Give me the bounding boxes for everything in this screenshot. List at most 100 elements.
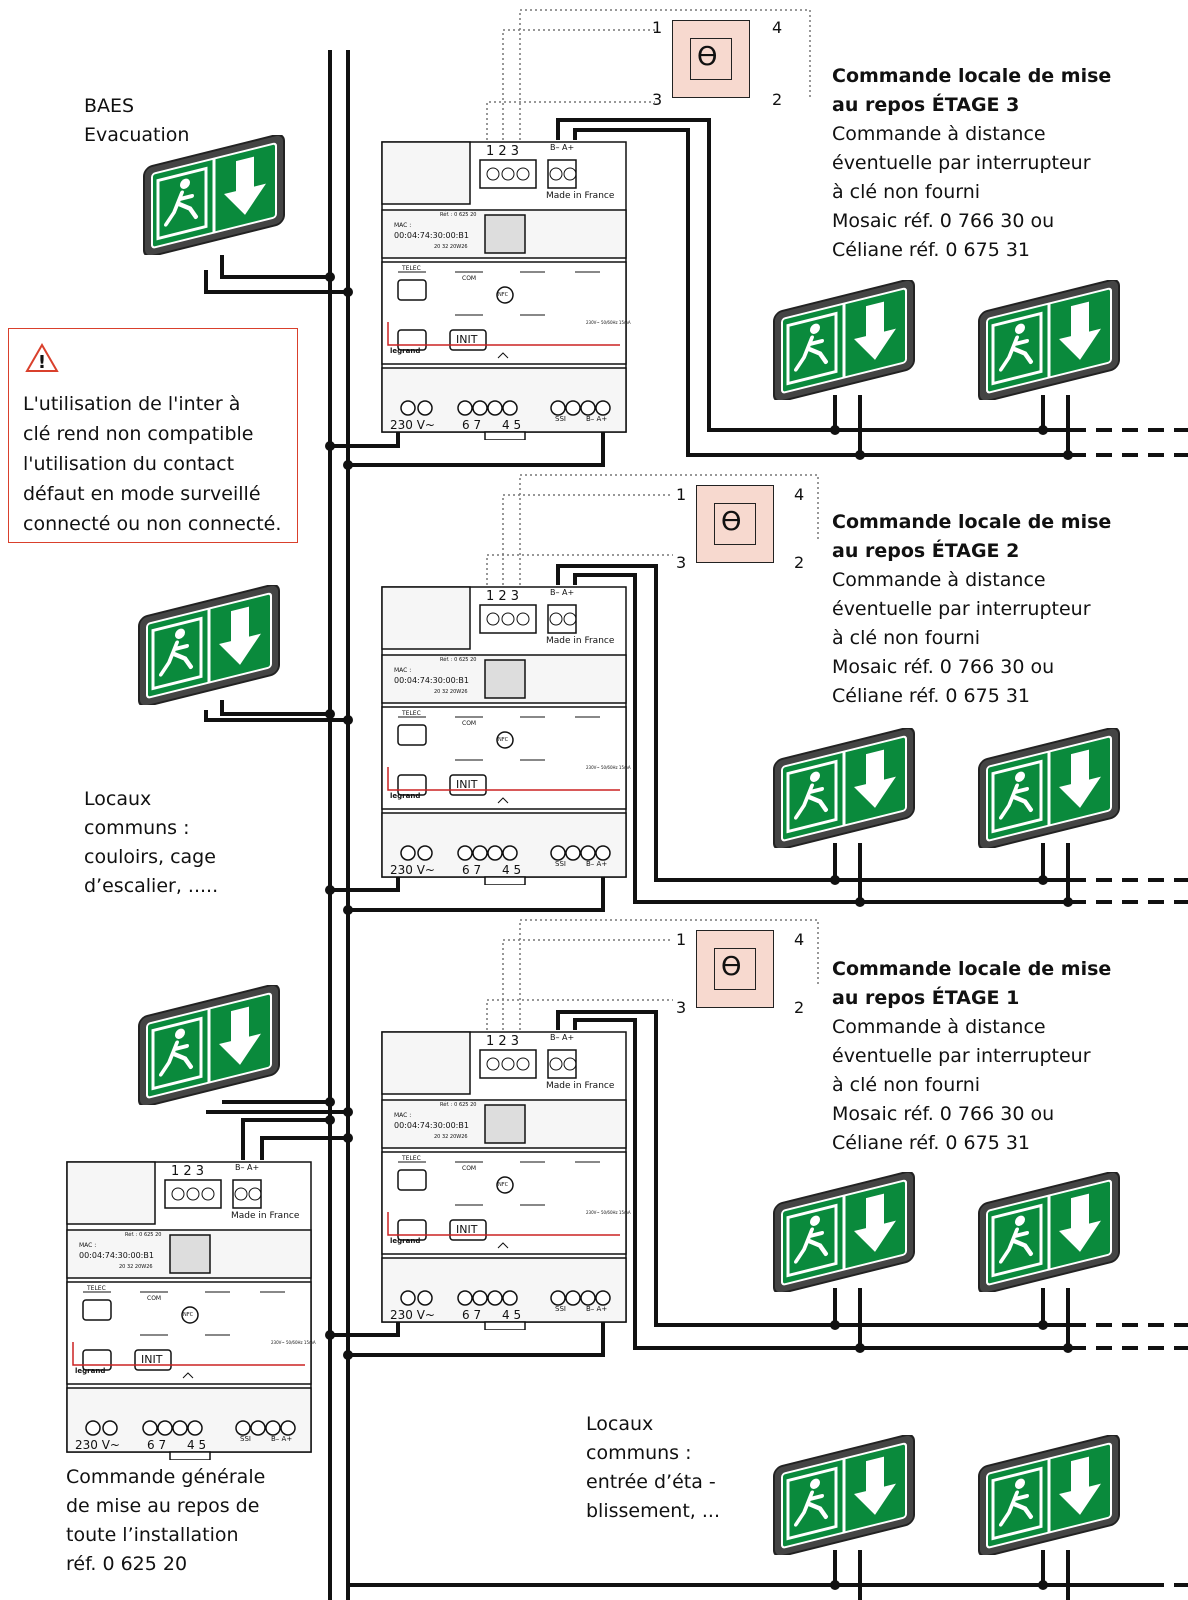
nfc-icon: NFC: [498, 737, 509, 743]
key-switch-face: ϴ: [714, 503, 756, 545]
baes-sign-floor1-a: [770, 1170, 920, 1295]
exit-sign-icon: [773, 1433, 915, 1558]
bottom-ba-label: B– A+: [271, 1435, 293, 1443]
floor-desc: à clé non fourni: [832, 181, 981, 203]
key-switch-floor1[interactable]: ϴ: [696, 930, 774, 1008]
bottom-ba-label: B– A+: [586, 415, 608, 423]
locaux-line: d’escalier, .....: [84, 875, 219, 897]
bottom-67-label: 6 7: [462, 1308, 482, 1322]
warning-line: clé rend non compatible: [23, 423, 254, 445]
module-rating: 230V~ 50/60Hz 15mA: [586, 765, 631, 770]
baes-label: BAES Evacuation: [84, 92, 189, 150]
com-led-label: COM: [147, 1295, 162, 1302]
exit-sign-icon: [773, 726, 915, 851]
floor-title: Commande locale de mise: [832, 958, 1112, 980]
bottom-45-label: 4 5: [502, 1308, 522, 1322]
floor3-text: Commande locale de mise au repos ÉTAGE 3…: [832, 62, 1111, 265]
floor-title: au repos ÉTAGE 3: [832, 94, 1020, 116]
baes-label-line1: BAES: [84, 95, 135, 117]
module-outline: [381, 141, 627, 440]
switch-terminal-2: 2: [772, 90, 783, 109]
floor2-text: Commande locale de mise au repos ÉTAGE 2…: [832, 508, 1111, 711]
module-mac: 00:04:74:30:00:B1: [394, 676, 469, 685]
exit-sign-icon: [978, 278, 1120, 403]
baes-sign-left-3: [135, 983, 285, 1108]
exit-sign-icon: [138, 983, 280, 1108]
general-line: Commande générale: [66, 1466, 266, 1488]
made-in-france: Made in France: [231, 1211, 300, 1221]
key-switch-floor2[interactable]: ϴ: [696, 485, 774, 563]
floor-desc: Céliane réf. 0 675 31: [832, 239, 1031, 261]
bottom-45-label: 4 5: [502, 863, 522, 877]
key-symbol-icon: ϴ: [697, 42, 718, 72]
exit-sign-icon: [138, 583, 280, 708]
module-ref: Réf. : 0 625 20: [125, 1232, 162, 1238]
bottom-ba-label: B– A+: [586, 1305, 608, 1313]
switch-terminal-4: 4: [794, 485, 805, 504]
switch-terminal-3: 3: [676, 553, 687, 572]
baes-sign-left-2: [135, 583, 285, 708]
init-button[interactable]: INIT: [456, 778, 478, 791]
bottom-67-label: 6 7: [147, 1438, 167, 1452]
init-button[interactable]: INIT: [141, 1353, 163, 1366]
bottom-ssi-label: SSI: [240, 1435, 251, 1443]
baes-label-line2: Evacuation: [84, 124, 190, 146]
module-batch: 20 32 20W26: [119, 1264, 153, 1270]
warning-line: l'utilisation du contact: [23, 453, 235, 475]
nfc-icon: NFC: [498, 1182, 509, 1188]
made-in-france: Made in France: [546, 1081, 615, 1091]
floor-desc: Céliane réf. 0 675 31: [832, 1132, 1031, 1154]
switch-terminal-1: 1: [652, 18, 663, 37]
telec-button-label: TELEC: [402, 1155, 421, 1162]
exit-sign-icon: [143, 133, 285, 258]
locaux-communs-label-1: Locaux communs : couloirs, cage d’escali…: [84, 785, 218, 901]
control-module-floor1: 1 2 3 B– A+ Made in France Réf. : 0 625 …: [380, 1030, 631, 1330]
switch-terminal-4: 4: [772, 18, 783, 37]
floor-title: au repos ÉTAGE 2: [832, 540, 1020, 562]
key-switch-floor3[interactable]: ϴ: [672, 20, 750, 98]
floor-title: Commande locale de mise: [832, 511, 1112, 533]
switch-terminal-3: 3: [676, 998, 687, 1017]
floor-desc: Commande à distance: [832, 569, 1046, 591]
module-mac-label: MAC :: [394, 667, 412, 674]
locaux-line: Locaux: [586, 1413, 654, 1435]
init-button[interactable]: INIT: [456, 333, 478, 346]
exit-sign-icon: [773, 278, 915, 403]
switch-terminal-1: 1: [676, 485, 687, 504]
module-mac: 00:04:74:30:00:B1: [394, 1121, 469, 1130]
general-line: réf. 0 625 20: [66, 1553, 188, 1575]
made-in-france: Made in France: [546, 191, 615, 201]
telec-button-label: TELEC: [402, 265, 421, 272]
floor1-text: Commande locale de mise au repos ÉTAGE 1…: [832, 955, 1111, 1158]
baes-sign-entry-a: [770, 1433, 920, 1558]
init-button[interactable]: INIT: [456, 1223, 478, 1236]
floor-desc: Mosaic réf. 0 766 30 ou: [832, 656, 1055, 678]
baes-sign-floor3-b: [975, 278, 1125, 403]
com-led-label: COM: [462, 275, 477, 282]
module-rating: 230V~ 50/60Hz 15mA: [586, 320, 631, 325]
exit-sign-icon: [978, 726, 1120, 851]
com-led-label: COM: [462, 1165, 477, 1172]
module-outline: [66, 1161, 312, 1460]
module-ref: Réf. : 0 625 20: [440, 1102, 477, 1108]
baes-sign-floor1-b: [975, 1170, 1125, 1295]
floor-desc: à clé non fourni: [832, 1074, 981, 1096]
key-symbol-icon: ϴ: [721, 952, 742, 982]
made-in-france: Made in France: [546, 636, 615, 646]
bottom-ssi-label: SSI: [555, 415, 566, 423]
warning-box: ! L'utilisation de l'inter à clé rend no…: [8, 328, 298, 543]
baes-sign-entry-b: [975, 1433, 1125, 1558]
locaux-communs-label-2: Locaux communs : entrée d’éta - blisseme…: [586, 1410, 720, 1526]
floor-desc: Commande à distance: [832, 123, 1046, 145]
module-outline: [381, 586, 627, 885]
telec-button-label: TELEC: [87, 1285, 106, 1292]
bottom-67-label: 6 7: [462, 418, 482, 432]
locaux-line: communs :: [586, 1442, 692, 1464]
control-module-general: 1 2 3 B– A+ Made in France Réf. : 0 625 …: [65, 1160, 316, 1460]
floor-title: Commande locale de mise: [832, 65, 1112, 87]
switch-terminal-3: 3: [652, 90, 663, 109]
svg-text:!: !: [38, 352, 46, 373]
general-command-label: Commande générale de mise au repos de to…: [66, 1463, 265, 1579]
exit-sign-icon: [978, 1433, 1120, 1558]
floor-desc: Céliane réf. 0 675 31: [832, 685, 1031, 707]
